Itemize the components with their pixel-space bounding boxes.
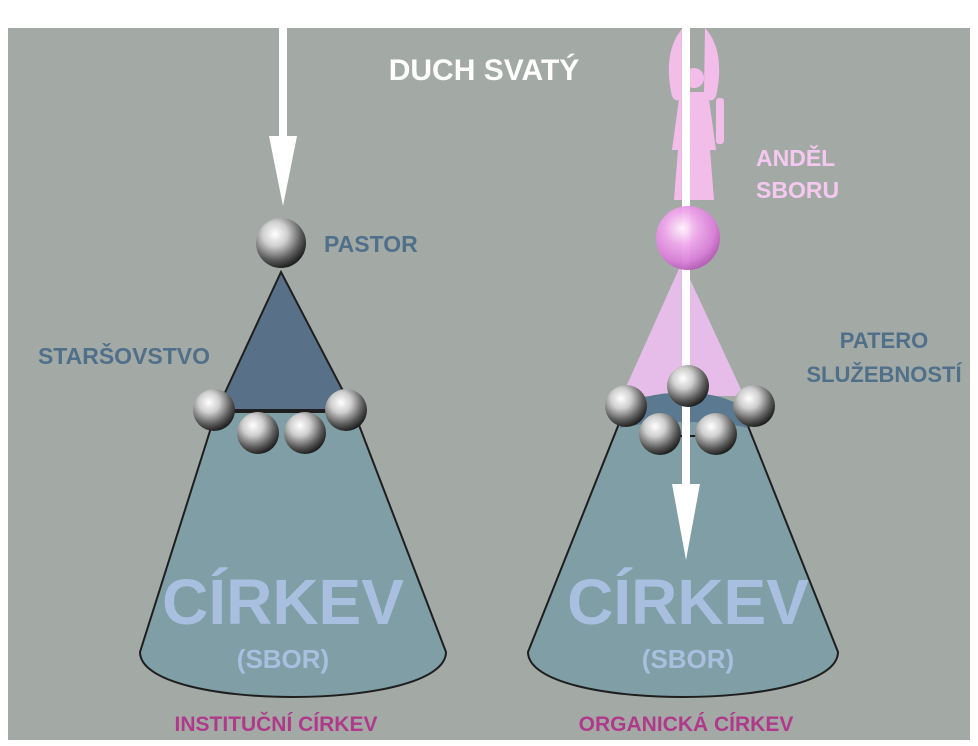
elders-label: STARŠOVSTVO: [38, 342, 210, 369]
right-cone-title: CÍRKEV: [567, 566, 809, 638]
sphere-icon: [256, 218, 306, 268]
sphere-icon: [639, 413, 681, 455]
sphere-icon: [284, 412, 326, 454]
institutional-church-caption: INSTITUČNÍ CÍRKEV: [174, 712, 377, 736]
angel-label-line2: SBORU: [756, 177, 839, 203]
left-cone-body: [138, 411, 448, 698]
sphere-icon: [656, 206, 720, 270]
ministries-label-line1: PATERO: [840, 328, 928, 353]
sphere-icon: [193, 389, 235, 431]
institutional-church-cone: [138, 269, 448, 698]
sphere-icon: [605, 385, 647, 427]
holy-spirit-title: DUCH SVATÝ: [389, 53, 580, 87]
organic-church-caption: ORGANICKÁ CÍRKEV: [579, 713, 794, 736]
left-cone-subtitle: (SBOR): [237, 644, 329, 674]
sphere-icon: [325, 389, 367, 431]
sphere-icon: [733, 385, 775, 427]
right-cone-subtitle: (SBOR): [642, 644, 734, 674]
sphere-icon: [237, 412, 279, 454]
ministries-label-line2: SLUŽEBNOSTÍ: [806, 362, 962, 387]
left-cone-title: CÍRKEV: [162, 566, 404, 638]
pastor-label: PASTOR: [324, 231, 418, 257]
sphere-icon: [667, 365, 709, 407]
sphere-icon: [695, 413, 737, 455]
left-top-triangle: [214, 269, 356, 413]
angel-label-line1: ANDĚL: [756, 144, 835, 171]
arrow-down-icon: [269, 0, 297, 206]
